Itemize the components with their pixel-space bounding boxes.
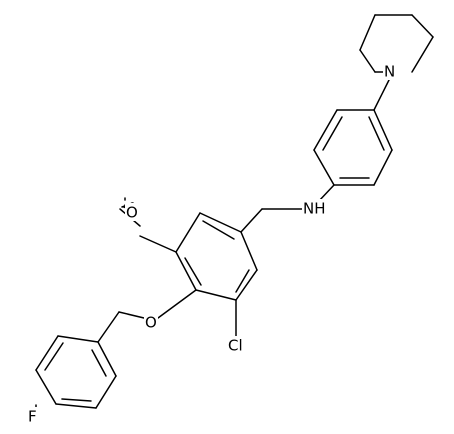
ether-o-label-bg [144, 313, 158, 331]
fluoro-label-bg [27, 407, 39, 425]
bond-line [97, 341, 117, 377]
methoxy-o-label-bg [125, 203, 139, 221]
methoxy-o-atom-label: O [126, 204, 138, 222]
bond-line [373, 109, 393, 151]
bond-line [313, 149, 335, 186]
bond-line [91, 349, 107, 377]
atom-label-layer: NH N O O Cl F [27, 62, 397, 426]
nh-label-bg [302, 199, 326, 217]
bond-line [235, 269, 250, 293]
bond-line [373, 149, 393, 186]
bond-line [157, 289, 197, 319]
bond-line [97, 311, 120, 343]
bond-line [184, 257, 202, 286]
bond-line [44, 342, 64, 371]
ether-o-atom-label: O [145, 314, 157, 332]
chloro-label-bg [227, 336, 247, 354]
bond-line [373, 79, 390, 111]
bond-line [118, 311, 145, 319]
bond-line [411, 14, 434, 38]
bond-layer [35, 14, 434, 410]
bond-line [235, 269, 258, 301]
bond-line [202, 220, 235, 240]
bond-line [61, 398, 92, 402]
bond-line [411, 36, 434, 73]
bond-line [322, 116, 343, 151]
bond-line [240, 231, 258, 271]
bond-line [359, 49, 376, 73]
bond-line [313, 109, 338, 151]
bond-line [35, 369, 57, 405]
bond-line [240, 208, 263, 233]
fluoro-atom-label: F [28, 408, 37, 426]
piperidine-n-atom-label: N [384, 63, 395, 81]
bond-line [95, 375, 117, 409]
bond-line [175, 251, 197, 291]
bond-line [35, 335, 59, 371]
bond-line [359, 14, 376, 51]
bond-line [55, 403, 97, 409]
bond-line [175, 212, 201, 253]
chloro-atom-label: Cl [228, 337, 243, 355]
bond-line [368, 116, 385, 151]
nh-atom-label: NH [303, 200, 326, 218]
bond-line [195, 289, 237, 301]
bond-line [199, 212, 242, 233]
piperidine-n-label-bg [383, 62, 397, 80]
bond-line [57, 335, 99, 343]
bond-line [139, 235, 177, 253]
